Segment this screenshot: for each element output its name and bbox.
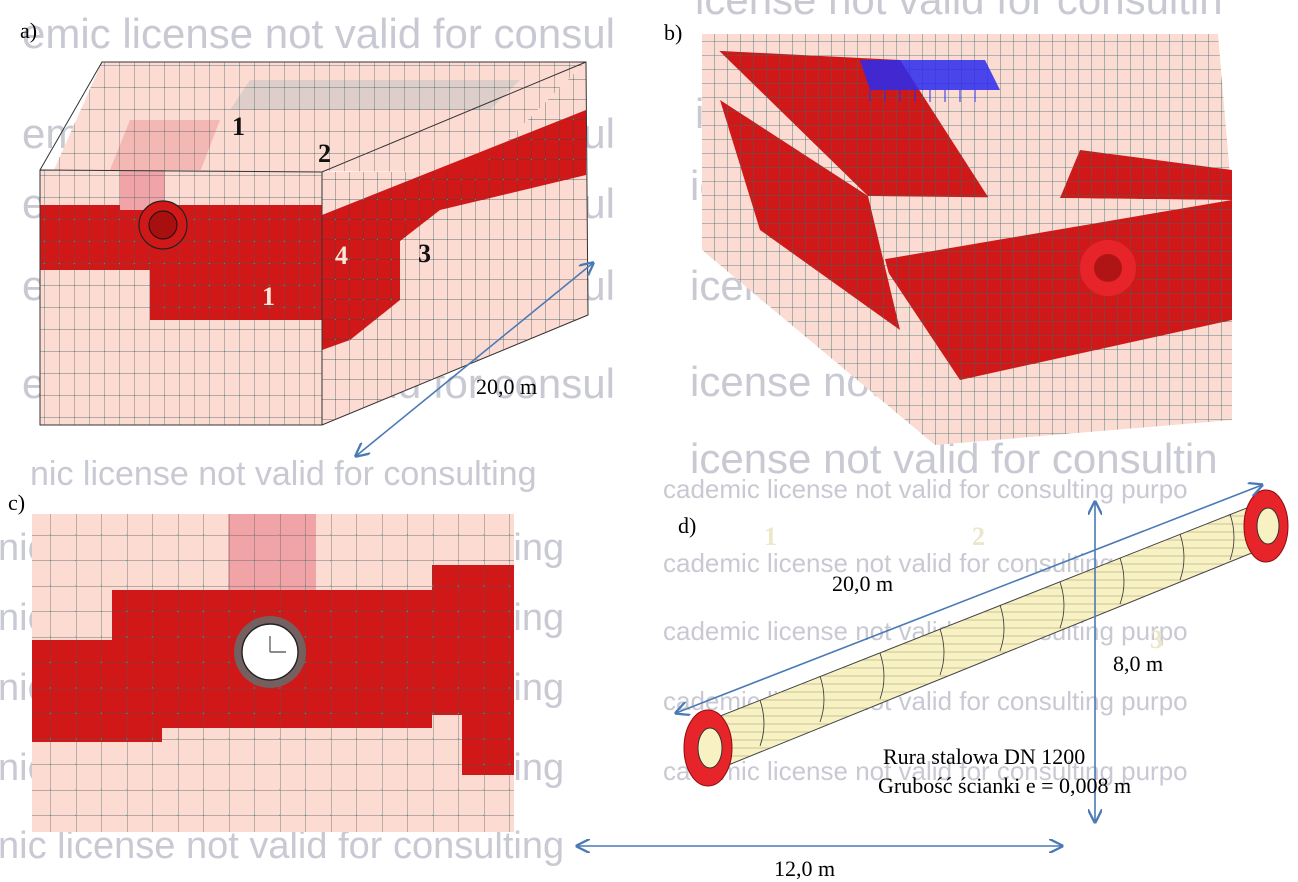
dimension-label: 20,0 m [476, 374, 537, 399]
dimension-label: 8,0 m [1113, 651, 1163, 676]
pipe-opening-inner [148, 210, 178, 240]
pipe-axis-marker [269, 636, 286, 653]
pipe-end-inner [1256, 507, 1280, 545]
panel-a: 1 2 3 4 1 20,0 m a) [20, 18, 593, 456]
zone-number: 1 [232, 112, 245, 141]
front-face-mesh [868, 196, 1232, 445]
pipe-name: Rura stalowa DN 1200 [883, 744, 1085, 769]
pipe-end-inner [1094, 254, 1122, 282]
watermark-text: cademic license not valid for consulting… [663, 474, 1188, 504]
panel-letter: d) [678, 513, 696, 538]
top-face-mesh [54, 62, 586, 172]
panel-c: c) [8, 490, 514, 832]
side-face-mesh [702, 34, 935, 445]
dimension-arrow-length [676, 485, 1262, 713]
panel-letter: a) [20, 18, 37, 43]
watermark-text: icense not valid for consultin [695, 0, 1223, 23]
zone-number: 3 [418, 239, 431, 268]
zone-number: 4 [335, 241, 348, 270]
zone-number: 2 [972, 522, 985, 551]
zone-number: 3 [1150, 625, 1163, 654]
panel-letter: b) [664, 20, 682, 45]
pipe-end-inner [697, 727, 723, 769]
watermark-text: emic license not valid for consul [22, 10, 615, 57]
load-patch [860, 60, 1000, 90]
dimension-arrow [356, 263, 593, 456]
top-face-mesh [702, 34, 1232, 200]
load-arrows [869, 90, 976, 102]
dimension-label: 20,0 m [832, 571, 893, 596]
panel-b: b) [664, 20, 1232, 445]
zone-number: 2 [318, 139, 331, 168]
zone-number: 1 [764, 522, 777, 551]
panel-d: d) 1 2 4 3 20,0 m 8,0 m 12,0 m Rura stal… [577, 485, 1289, 881]
dimension-label: 12,0 m [774, 856, 835, 881]
zone-number: 1 [262, 282, 275, 311]
watermark-text: nic license not valid for consulting [30, 455, 537, 493]
panel-letter: c) [8, 490, 25, 515]
wall-thickness: Grubość ścianki e = 0,008 m [878, 773, 1131, 798]
